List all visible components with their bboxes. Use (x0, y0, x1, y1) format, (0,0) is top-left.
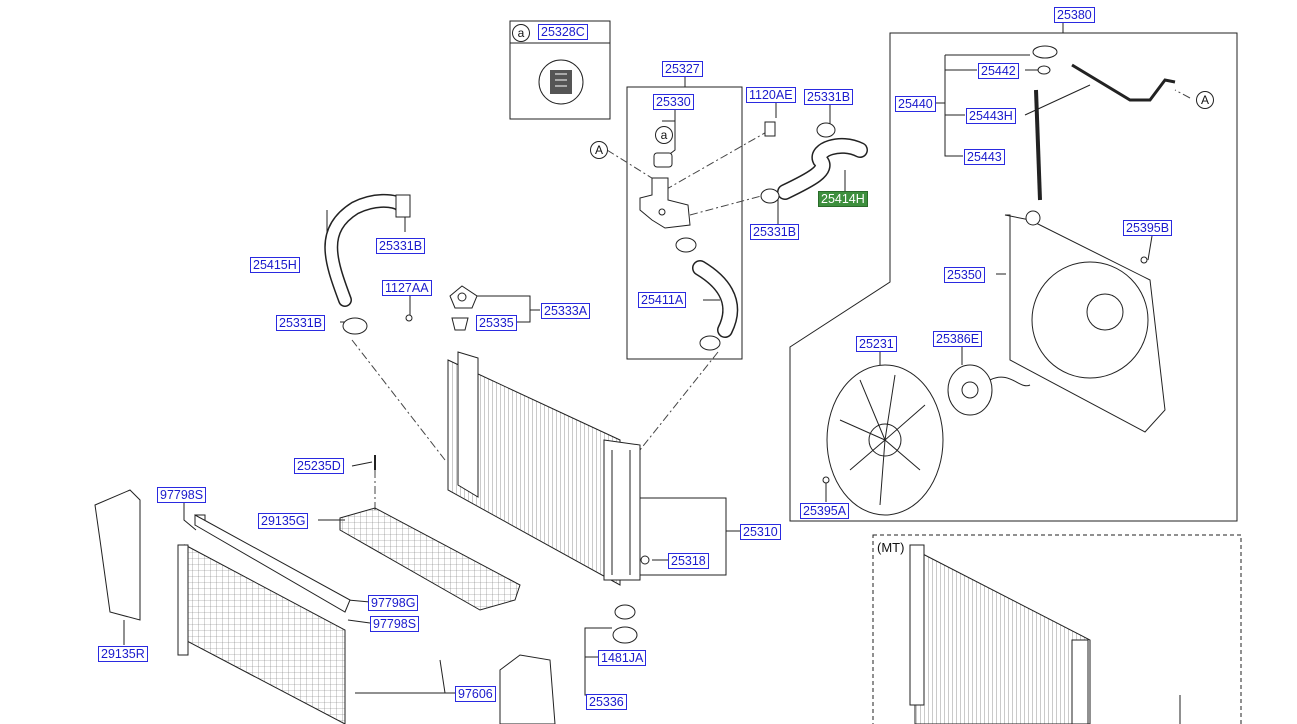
part-label-25331b[interactable]: 25331B (376, 238, 426, 254)
fan-shroud (1004, 210, 1166, 433)
mt-dashed-box (872, 534, 1242, 724)
part-label-25318[interactable]: 25318 (668, 553, 709, 569)
part-label-25335[interactable]: 25335 (476, 315, 517, 331)
part-label-25442[interactable]: 25442 (978, 63, 1019, 79)
part-label-25310[interactable]: 25310 (740, 524, 781, 540)
part-label-25414h[interactable]: 25414H (818, 191, 868, 207)
side-deflector (94, 489, 141, 621)
marker-a-filler: a (655, 126, 673, 144)
drain-plug (612, 604, 638, 644)
part-label-25350[interactable]: 25350 (944, 267, 985, 283)
part-label-97798s[interactable]: 97798S (157, 487, 207, 503)
radiator-cap (405, 285, 478, 331)
condenser (177, 514, 351, 724)
part-label-25415h[interactable]: 25415H (250, 257, 300, 273)
overflow-hose (1032, 45, 1176, 201)
mt-label: (MT) (877, 540, 905, 555)
part-label-25395a[interactable]: 25395A (800, 503, 850, 519)
part-label-1127aa[interactable]: 1127AA (382, 280, 432, 296)
part-label-25440[interactable]: 25440 (895, 96, 936, 112)
part-label-25235d[interactable]: 25235D (294, 458, 344, 474)
part-label-97798g[interactable]: 97798G (368, 595, 419, 611)
part-label-29135g[interactable]: 29135G (258, 513, 309, 529)
part-label-25395b[interactable]: 25395B (1123, 220, 1173, 236)
part-label-29135r[interactable]: 29135R (98, 646, 148, 662)
bracket (499, 654, 556, 724)
part-label-25231[interactable]: 25231 (856, 336, 897, 352)
mt-radiator (909, 544, 1091, 724)
filler-neck (639, 121, 776, 229)
part-label-97798s[interactable]: 97798S (370, 616, 420, 632)
fan-motor (822, 256, 1148, 484)
warning-cap-icon (538, 59, 584, 105)
part-label-25333a[interactable]: 25333A (541, 303, 591, 319)
part-label-97606[interactable]: 97606 (455, 686, 496, 702)
part-label-25327[interactable]: 25327 (662, 61, 703, 77)
part-label-25331b[interactable]: 25331B (804, 89, 854, 105)
fan-blade (826, 364, 944, 516)
part-label-25443h[interactable]: 25443H (966, 108, 1016, 124)
part-label-25331b[interactable]: 25331B (750, 224, 800, 240)
part-label-25411a[interactable]: 25411A (638, 292, 687, 308)
marker-A-right: A (1196, 91, 1214, 109)
part-label-1481ja[interactable]: 1481JA (598, 650, 647, 666)
radiator (447, 351, 650, 586)
cap-label-box (509, 20, 611, 120)
part-label-25386e[interactable]: 25386E (933, 331, 983, 347)
part-label-25380[interactable]: 25380 (1054, 7, 1095, 23)
part-label-1120ae[interactable]: 1120AE (746, 87, 796, 103)
part-label-25336[interactable]: 25336 (586, 694, 627, 710)
part-label-25328c[interactable]: 25328C (538, 24, 588, 40)
part-label-25331b[interactable]: 25331B (276, 315, 326, 331)
marker-A-left: A (590, 141, 608, 159)
part-label-25443[interactable]: 25443 (964, 149, 1005, 165)
marker-a-box: a (512, 24, 530, 42)
group-frame-25380 (789, 32, 1238, 522)
lower-shroud (339, 507, 521, 611)
part-label-25330[interactable]: 25330 (653, 94, 694, 110)
